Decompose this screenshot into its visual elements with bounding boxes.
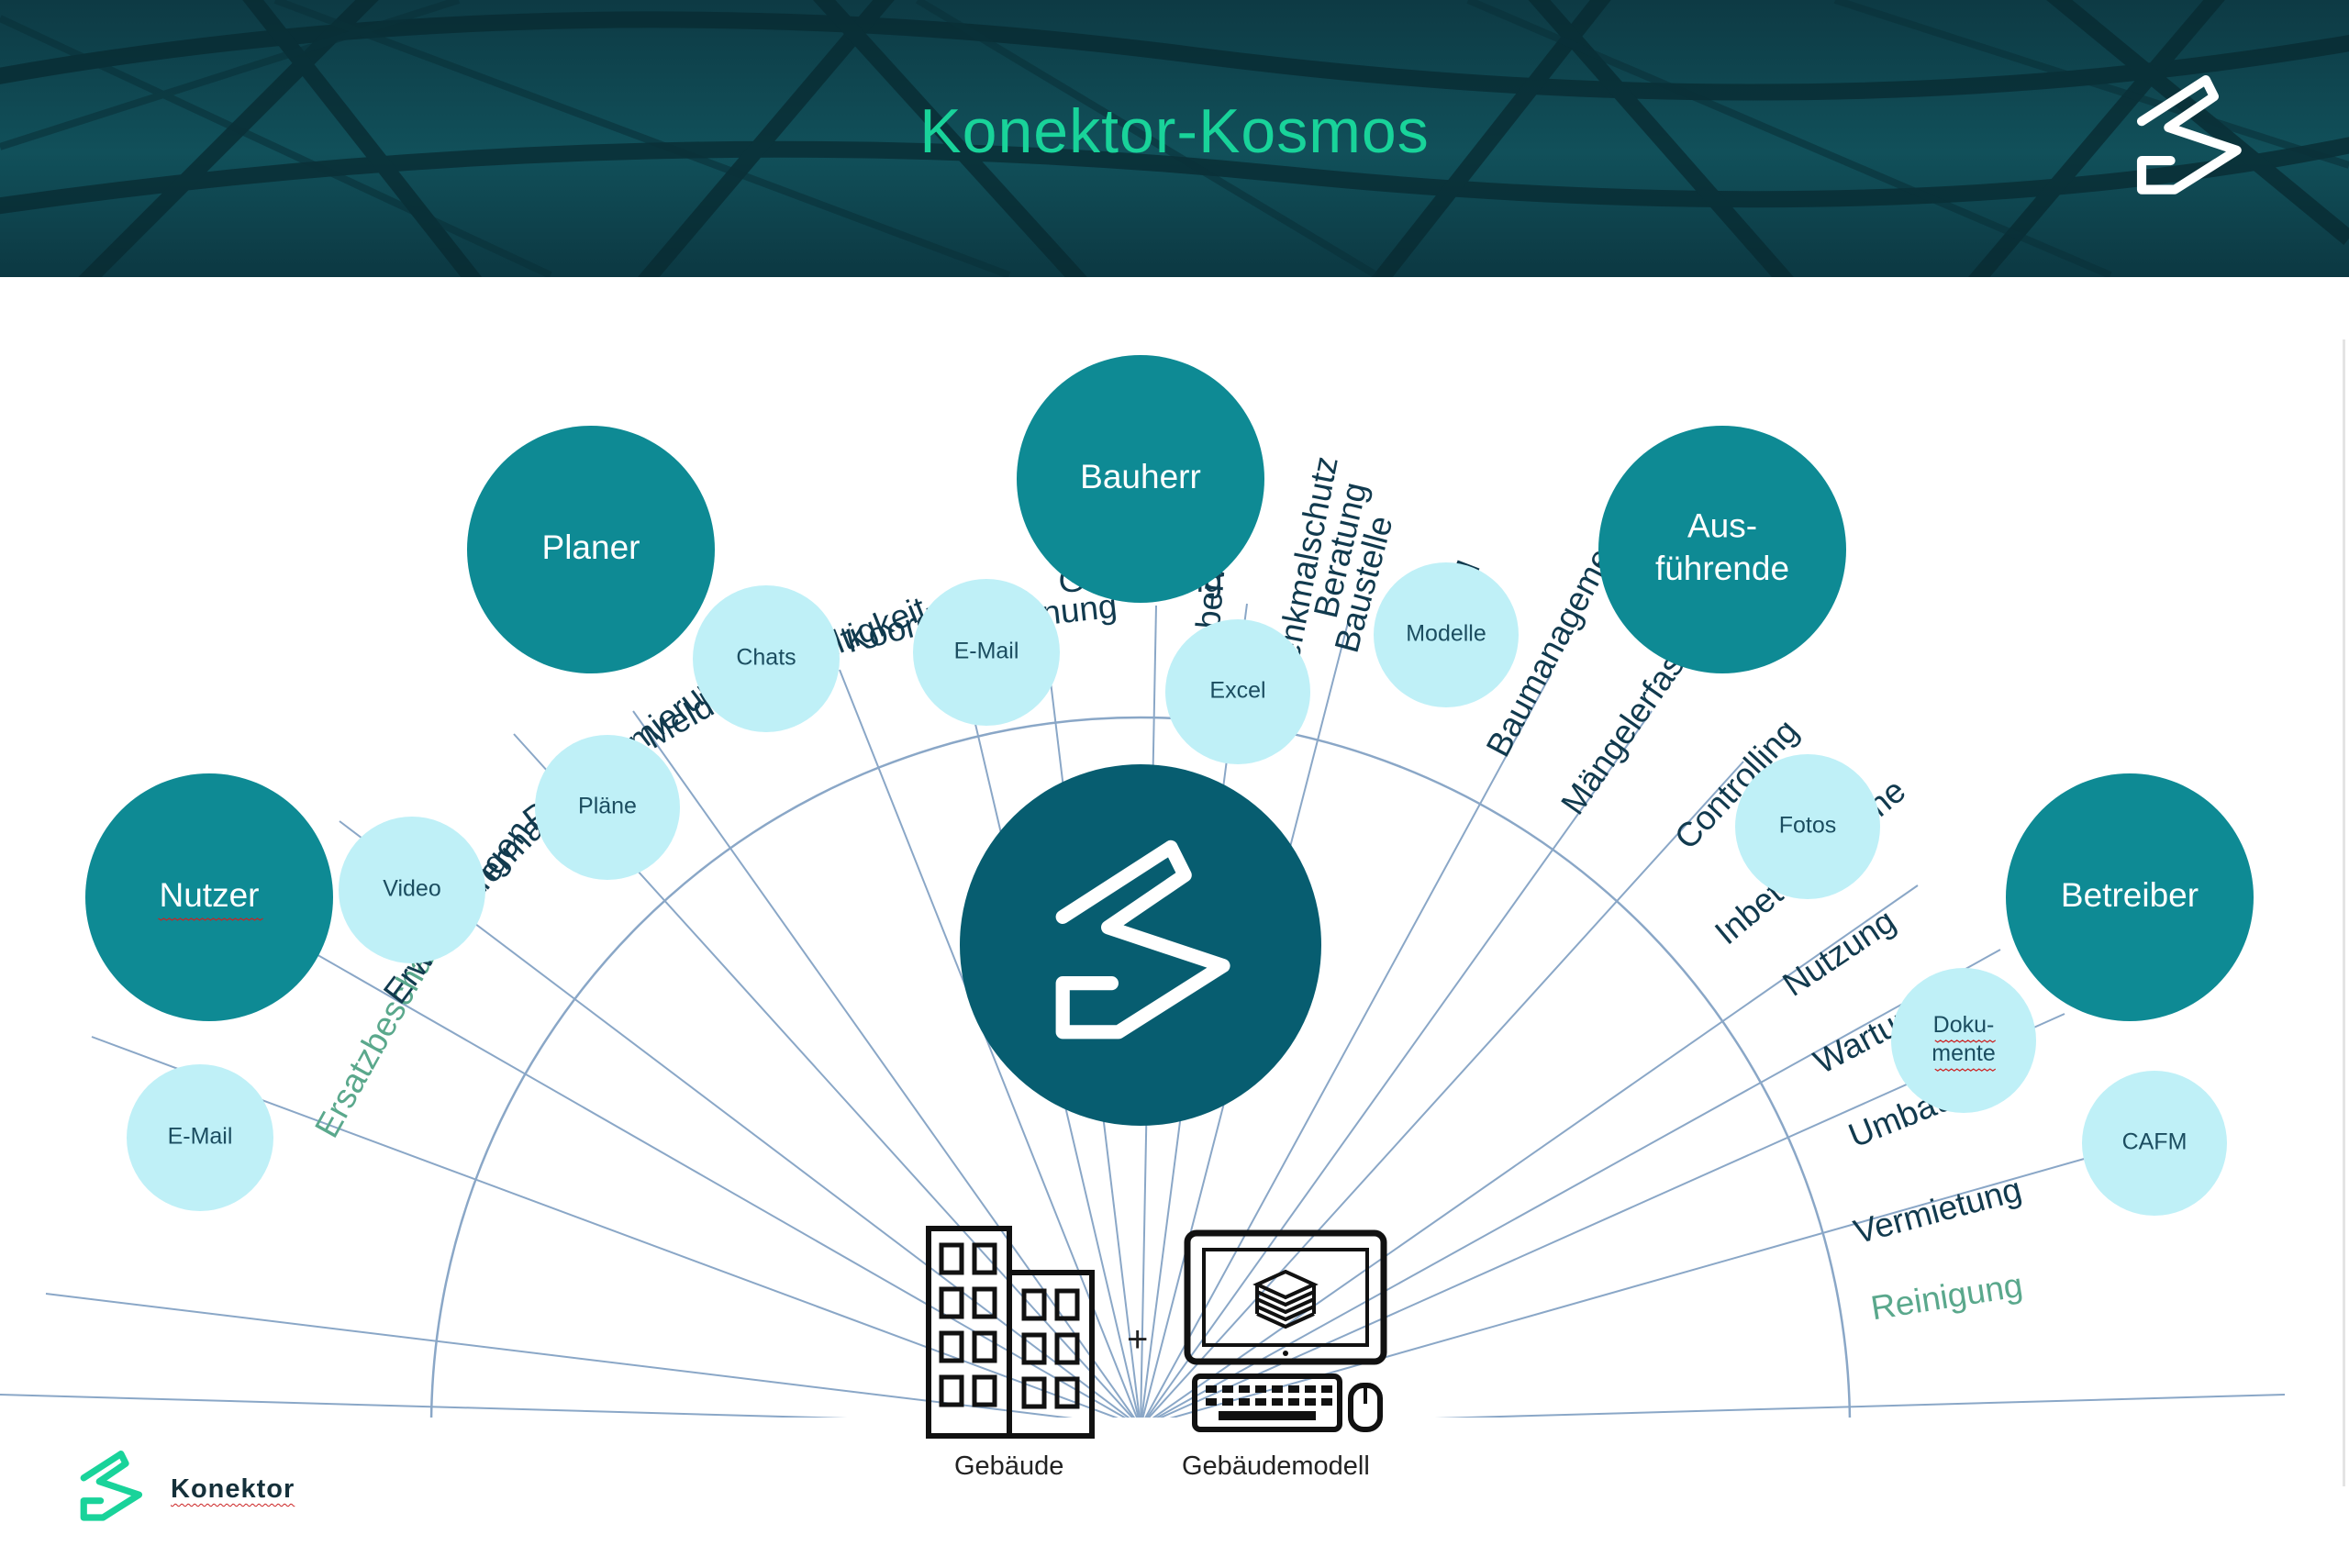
stakeholder-betreiber: Betreiber (2006, 773, 2254, 1021)
stakeholder-aus-fuehrende-label: Aus- (1687, 507, 1757, 545)
tool-bubble-modelle-circle (1374, 562, 1519, 707)
tool-bubble-modelle: Modelle (1374, 562, 1519, 707)
building-icon (926, 1226, 1095, 1439)
tool-bubble-excel-circle (1165, 619, 1310, 764)
label-building: Gebäude (954, 1451, 1064, 1481)
konektor-logo-icon (2136, 75, 2242, 195)
tool-bubble-excel: Excel (1165, 619, 1310, 764)
phase-reinigung: Reinigung (1868, 1266, 2025, 1328)
konektor-logo-icon (1055, 840, 1230, 1040)
tool-bubble-fotos: Fotos (1735, 754, 1880, 899)
tool-bubble-e-mail-label: E-Mail (954, 639, 1019, 664)
stakeholder-bauherr: Bauherr (1017, 355, 1264, 603)
connector-line (91, 1036, 1119, 1418)
tool-bubble-modelle-label: Modelle (1406, 621, 1486, 647)
stakeholder-nutzer-circle (85, 773, 333, 1021)
tool-bubble-chats-circle (693, 585, 840, 732)
tool-bubble-video-label: Video (383, 876, 441, 902)
footer-brand-name: Konektor (171, 1474, 295, 1504)
tool-bubble-excel-label: Excel (1209, 678, 1265, 704)
tool-bubble-fotos-label: Fotos (1779, 813, 1837, 839)
stakeholder-bauherr-circle (1017, 355, 1264, 603)
tool-bubble-e-mail: E-Mail (913, 579, 1060, 726)
stakeholder-aus-fuehrende: Aus-führende (1598, 426, 1846, 673)
connector-line (1145, 710, 1653, 1418)
konektor-hub (960, 764, 1321, 1126)
phase-vermietung: Vermietung (1850, 1170, 2025, 1251)
stakeholder-nutzer-label: Nutzer (160, 876, 260, 914)
tool-bubble-e-mail: E-Mail (127, 1064, 273, 1211)
phase-arc (429, 716, 1852, 1418)
tool-bubble-fotos-circle (1735, 754, 1880, 899)
plus-sign: + (1127, 1319, 1149, 1360)
computer-building-model-icon (1184, 1229, 1387, 1432)
steel-structure-background (0, 0, 2349, 277)
tool-bubble-chats: Chats (693, 585, 840, 732)
page-edge (2343, 339, 2345, 1486)
tool-bubble-cafm: CAFM (2082, 1071, 2227, 1216)
connector-line (1152, 884, 1919, 1418)
stakeholder-planer-circle (467, 426, 715, 673)
tool-bubble-e-mail-circle (913, 579, 1060, 726)
tool-bubble-cafm-circle (2082, 1071, 2227, 1216)
stakeholder-betreiber-label: Betreiber (2061, 876, 2199, 914)
connector-line (1144, 673, 1552, 1418)
tool-bubble-plaene-circle (535, 735, 680, 880)
tool-bubble-e-mail-circle (127, 1064, 273, 1211)
tool-bubble-chats-label: Chats (736, 645, 796, 671)
tool-bubble-plaene: Pläne (535, 735, 680, 880)
tool-bubble-doku-mente-label: Doku- (1933, 1012, 1995, 1038)
stakeholder-bauherr-label: Bauherr (1080, 458, 1201, 495)
tool-bubble-video-circle (339, 817, 485, 963)
stakeholder-aus-fuehrende-label: führende (1655, 550, 1789, 587)
header-banner: Konektor-Kosmos (0, 0, 2349, 277)
phase-nutzung: Nutzung (1776, 902, 1902, 1004)
tool-bubble-doku-mente: Doku-mente (1891, 968, 2036, 1113)
stakeholder-betreiber-circle (2006, 773, 2254, 1021)
connector-line (1147, 761, 1744, 1418)
connector-line (0, 1394, 848, 1418)
label-building-model: Gebäudemodell (1182, 1451, 1370, 1481)
stakeholder-planer: Planer (467, 426, 715, 673)
connector-line (219, 898, 1127, 1418)
kosmos-diagram: ErsatzbeschaffungErweiterungenVermarktun… (0, 355, 2286, 1418)
stakeholder-aus-fuehrende-circle (1598, 426, 1846, 673)
tool-bubble-e-mail-label: E-Mail (168, 1124, 233, 1150)
konektor-logo-icon (80, 1451, 143, 1521)
stakeholder-nutzer: Nutzer (85, 773, 333, 1021)
tool-bubble-doku-mente-label: mente (1932, 1040, 1995, 1066)
connector-line (1434, 1394, 2286, 1418)
page-title: Konektor-Kosmos (919, 96, 1430, 166)
tool-bubble-video: Video (339, 817, 485, 963)
stakeholder-planer-label: Planer (542, 528, 640, 566)
connector-line (1154, 949, 2001, 1418)
tool-bubble-plaene-label: Pläne (578, 794, 637, 819)
tool-bubble-cafm-label: CAFM (2122, 1129, 2188, 1155)
